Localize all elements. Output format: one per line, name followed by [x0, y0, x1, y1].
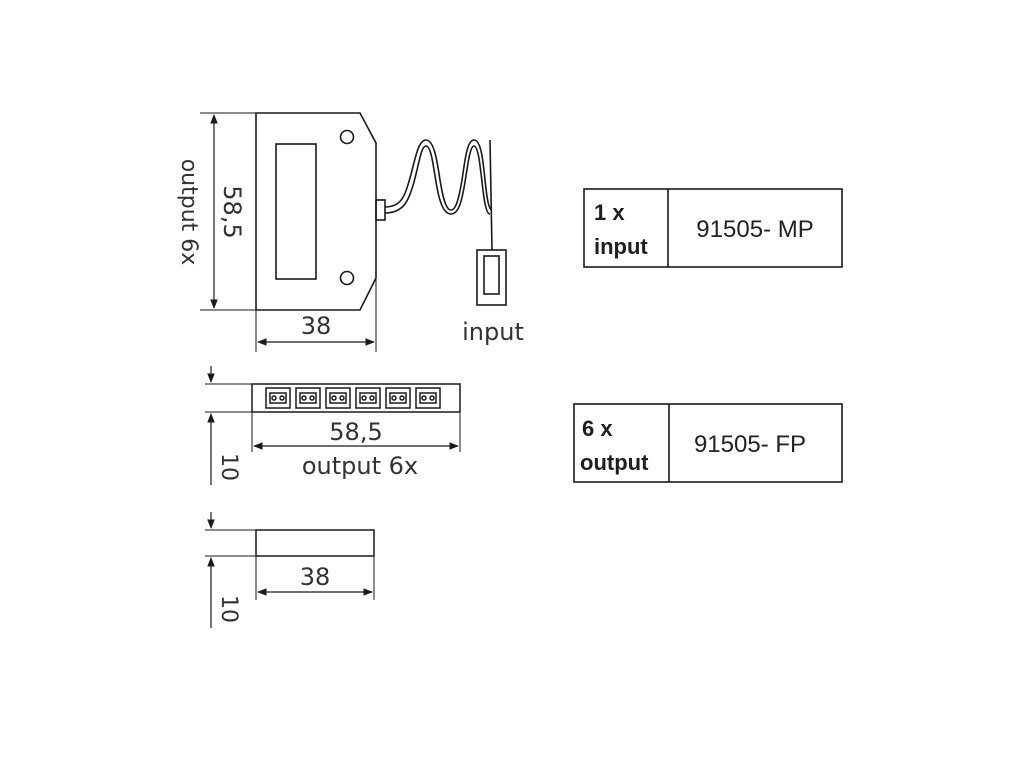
product-table-output: 6 x output 91505- FP	[573, 403, 843, 483]
output-socket-contacts	[359, 392, 377, 404]
output-socket-contacts	[269, 392, 287, 404]
side-view	[205, 366, 461, 485]
bottom-view	[205, 512, 375, 628]
socket-pin	[421, 395, 427, 401]
socket-pin	[271, 395, 277, 401]
socket-pin	[369, 395, 375, 401]
top-width-label: 38	[301, 312, 332, 340]
socket-pin	[309, 395, 315, 401]
socket-pin	[301, 395, 307, 401]
input-plug	[476, 249, 507, 306]
input-label: input	[462, 318, 524, 346]
input-qty: 1 x	[594, 200, 625, 225]
cable-gland	[375, 199, 386, 221]
socket-pin	[339, 395, 345, 401]
socket-pin	[429, 395, 435, 401]
input-role: input	[594, 234, 648, 259]
output-socket	[355, 387, 381, 409]
top-height-label: 58,5	[218, 185, 246, 238]
mount-hole-bottom	[339, 270, 355, 286]
socket-pin	[391, 395, 397, 401]
side-name-label: output 6x	[302, 452, 418, 480]
input-plug-inner	[483, 255, 500, 295]
cable-lead	[489, 139, 493, 251]
output-code: 91505- FP	[694, 431, 806, 458]
coiled-cable-inner	[384, 145, 491, 215]
output-qty: 6 x	[582, 416, 613, 441]
top-view	[200, 112, 507, 352]
side-body	[251, 383, 461, 413]
bottom-body	[255, 529, 375, 557]
product-table-input: 1 x input 91505- MP	[583, 188, 843, 268]
top-side-label: output 6x	[176, 159, 201, 266]
coiled-cable	[384, 139, 493, 211]
output-socket-contacts	[299, 392, 317, 404]
output-role: output	[580, 450, 649, 475]
input-code: 91505- MP	[696, 216, 813, 243]
output-socket	[385, 387, 411, 409]
mount-hole-top	[339, 129, 355, 145]
output-socket	[325, 387, 351, 409]
output-socket-contacts	[389, 392, 407, 404]
bottom-height-label: 10	[216, 595, 241, 623]
output-socket-contacts	[329, 392, 347, 404]
side-length-label: 58,5	[329, 418, 382, 446]
output-socket-contacts	[419, 392, 437, 404]
output-socket	[295, 387, 321, 409]
label-window	[275, 143, 317, 280]
side-height-label: 10	[216, 453, 241, 481]
bottom-width-label: 38	[300, 563, 331, 591]
output-socket	[265, 387, 291, 409]
socket-pin	[399, 395, 405, 401]
socket-pin	[279, 395, 285, 401]
output-socket	[415, 387, 441, 409]
socket-pin	[361, 395, 367, 401]
output-sockets	[265, 387, 441, 409]
socket-pin	[331, 395, 337, 401]
